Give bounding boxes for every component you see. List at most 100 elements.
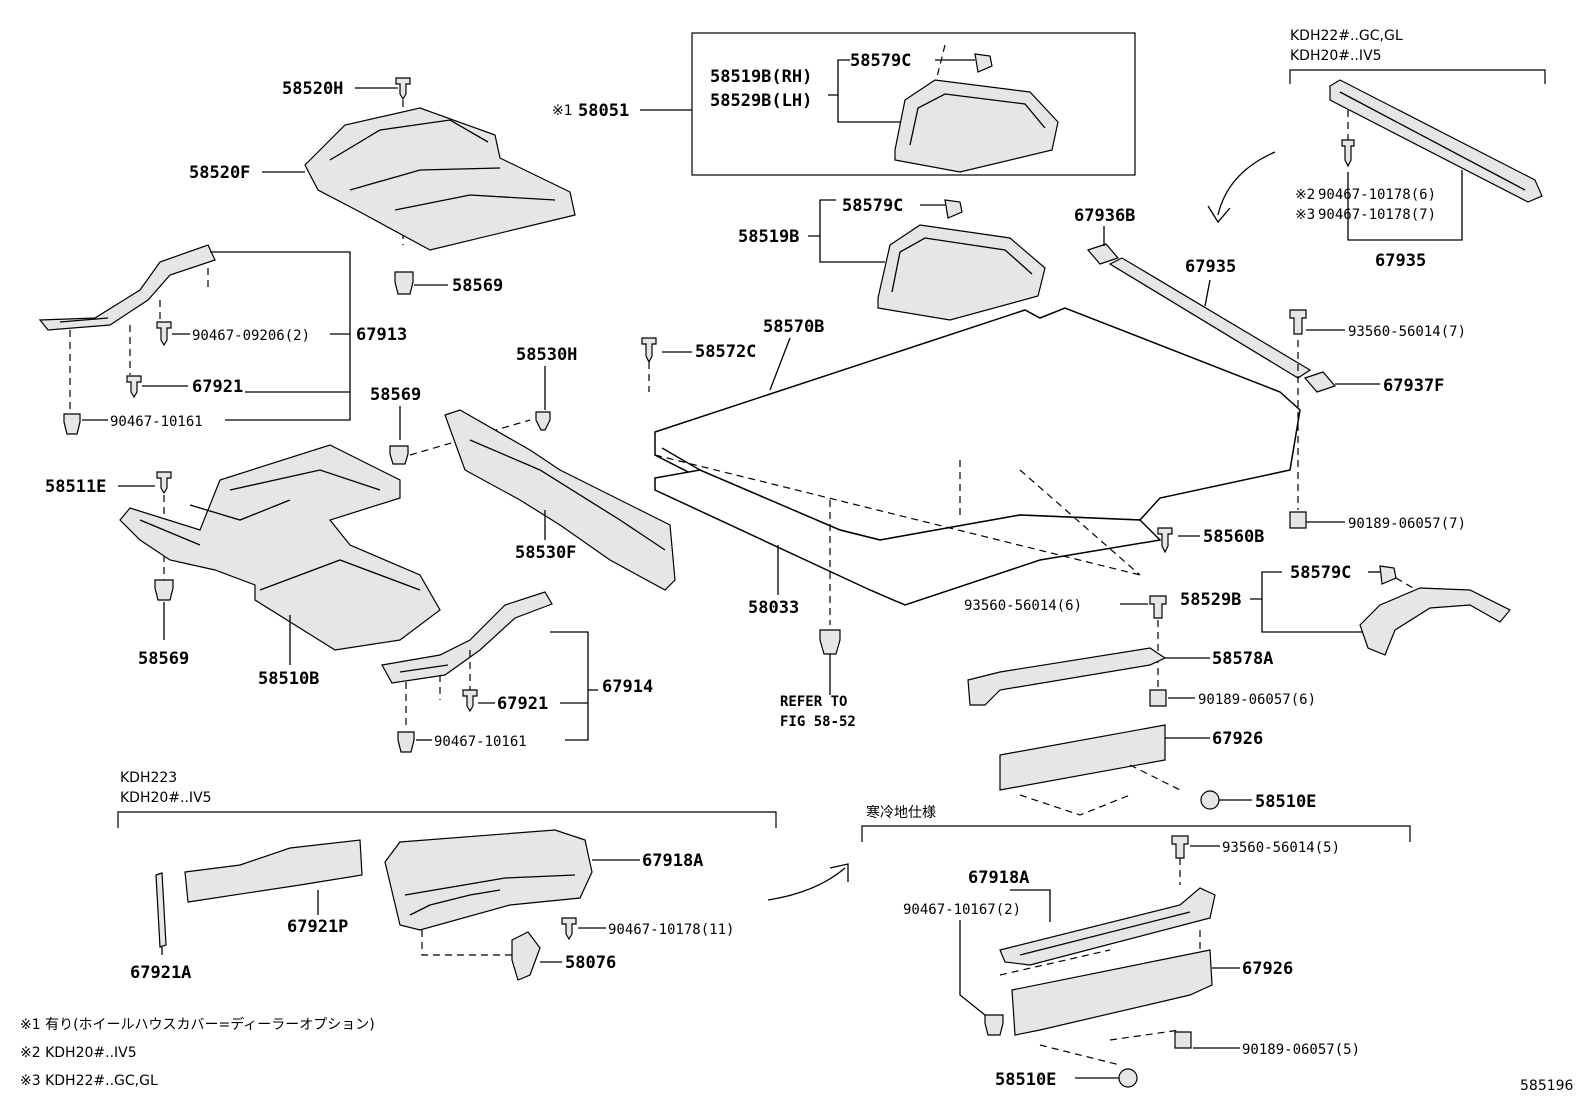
label-90467-10161-a: 90467-10161 (110, 414, 203, 430)
label-90189-06057-7: 90189-06057(7) (1348, 516, 1466, 532)
clip-icon (394, 271, 414, 295)
panel-67926-b (1011, 949, 1213, 1036)
label-58530F: 58530F (515, 543, 576, 563)
label-58510E: 58510E (995, 1070, 1056, 1090)
lower-left-header-2: KDH20#..IV5 (120, 790, 212, 806)
clip-icon (1341, 139, 1355, 168)
label-90467-10161-b: 90467-10161 (434, 734, 527, 750)
step-67914 (381, 591, 553, 684)
label-58569-c: 58569 (138, 649, 189, 669)
bracket-58076 (511, 931, 541, 981)
note-2: ※2 KDH20#..IV5 (20, 1045, 137, 1061)
floor-mat-58033 (654, 469, 1162, 606)
label-90467-10178-11: 90467-10178(11) (608, 922, 734, 938)
clip-icon (819, 629, 841, 655)
clip-icon (126, 375, 142, 399)
label-58511E: 58511E (45, 477, 106, 497)
figure-number: 585196 (1520, 1078, 1574, 1094)
label-67921A: 67921A (130, 963, 191, 983)
label-58579C-inset: 58579C (850, 51, 911, 71)
label-67935-mid: 67935 (1185, 257, 1236, 277)
step-67913 (38, 244, 216, 331)
label-58520H: 58520H (282, 79, 343, 99)
label-58510E-a: 58510E (1255, 792, 1316, 812)
bolt-icon (1171, 835, 1189, 859)
label-58572C: 58572C (695, 342, 756, 362)
label-67921-b: 67921 (497, 694, 548, 714)
trim-67918A-right (999, 887, 1216, 966)
label-67937F: 67937F (1383, 376, 1444, 396)
label-90189-06057-5: 90189-06057(5) (1242, 1042, 1360, 1058)
tunnel-58530F (444, 409, 676, 591)
mark-2: ※2 (1295, 187, 1315, 203)
clip-icon (397, 731, 415, 753)
note-1: ※1 有り(ホイールハウスカバー=ディーラーオプション) (20, 1016, 375, 1033)
clip-icon (561, 917, 577, 941)
label-58569-a: 58569 (452, 276, 503, 296)
wheelhouse-cover-58529B (1359, 587, 1511, 656)
clip-icon (1200, 790, 1220, 810)
label-58530H: 58530H (516, 345, 577, 365)
bracket-58578A (967, 647, 1167, 706)
clip-icon (944, 199, 963, 219)
label-90467-10178-6: 90467-10178(6) (1318, 187, 1436, 203)
label-93560-56014-7: 93560-56014(7) (1348, 324, 1466, 340)
header-right-line2: KDH20#..IV5 (1290, 48, 1382, 64)
lower-right-header: 寒冷地仕様 (866, 804, 936, 821)
clip-icon (641, 337, 657, 364)
strip-67921A (155, 872, 167, 948)
nut-icon (1289, 511, 1307, 529)
label-90467-09206: 90467-09206(2) (192, 328, 310, 344)
pad-67936B (1086, 243, 1120, 265)
clip-icon (395, 77, 411, 101)
label-67918A-right: 67918A (968, 868, 1029, 888)
clip-icon (1118, 1068, 1138, 1088)
pad-67937F (1303, 371, 1337, 393)
label-67918A-left: 67918A (642, 851, 703, 871)
bolt-icon (1149, 595, 1167, 619)
clip-icon (984, 1014, 1004, 1036)
label-58578A: 58578A (1212, 649, 1273, 669)
arrow-icon (767, 867, 846, 901)
label-67921P: 67921P (287, 917, 348, 937)
label-67913: 67913 (356, 325, 407, 345)
label-58569-b: 58569 (370, 385, 421, 405)
label-58529B-LH: 58529B(LH) (710, 91, 812, 111)
clip-icon (1157, 527, 1173, 554)
label-58076: 58076 (565, 953, 616, 973)
label-90189-06057-6: 90189-06057(6) (1198, 692, 1316, 708)
label-58519B: 58519B (738, 227, 799, 247)
bolt-icon (1289, 309, 1307, 335)
floor-58520F (304, 107, 576, 251)
clip-icon (156, 471, 172, 495)
inset-box-58051 (691, 32, 1136, 176)
clip-icon (974, 53, 993, 73)
mark-3: ※3 (1295, 207, 1315, 223)
label-refer-2: FIG 58-52 (780, 714, 856, 730)
wheelhouse-cover-58519B (877, 224, 1046, 321)
label-90467-10178-7: 90467-10178(7) (1318, 207, 1436, 223)
arrow-icon (1217, 151, 1276, 216)
label-93560-56014-5: 93560-56014(5) (1222, 840, 1340, 856)
label-67926-a: 67926 (1212, 729, 1263, 749)
clip-icon (154, 579, 174, 601)
label-67914: 67914 (602, 677, 653, 697)
header-right-line1: KDH22#..GC,GL (1290, 28, 1403, 44)
label-67935-right: 67935 (1375, 251, 1426, 271)
trim-67918A-left (384, 829, 593, 931)
label-58520F: 58520F (189, 163, 250, 183)
clip-icon (1379, 565, 1397, 585)
lower-left-header-1: KDH223 (120, 770, 177, 786)
label-58579C-mid: 58579C (842, 196, 903, 216)
scuff-plate-67935-right (1329, 79, 1543, 203)
label-67936B: 67936B (1074, 206, 1135, 226)
label-58510B: 58510B (258, 669, 319, 689)
label-refer-1: REFER TO (780, 694, 847, 710)
label-58570B: 58570B (763, 317, 824, 337)
panel-67926-a (999, 724, 1166, 791)
label-67921-a: 67921 (192, 377, 243, 397)
floor-58510B (119, 444, 441, 651)
clip-icon (63, 413, 81, 435)
panel-67921P (184, 839, 363, 903)
clip-icon (156, 321, 172, 347)
